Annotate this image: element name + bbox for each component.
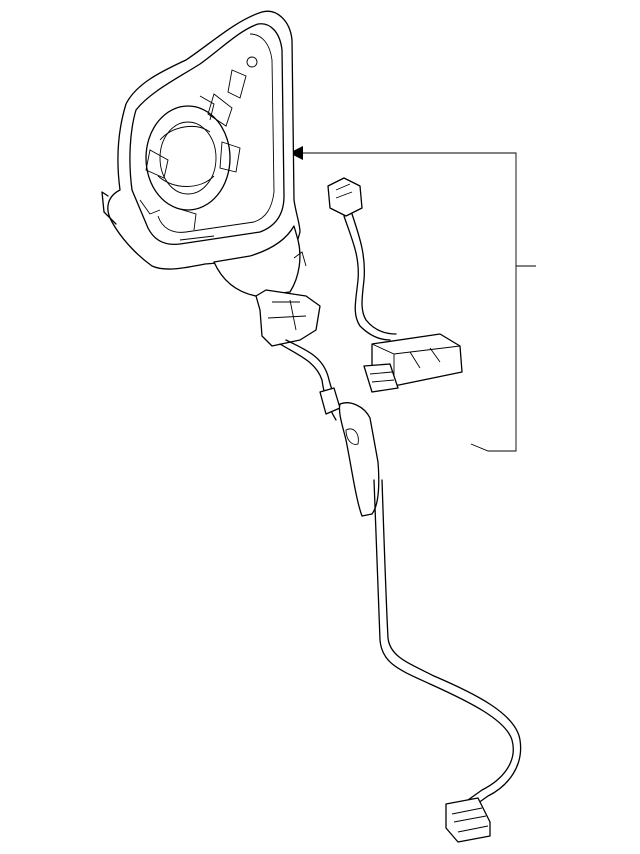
long-harness-cable: [279, 339, 522, 807]
mirror-housing: [101, 10, 301, 270]
callout-bracket: [300, 152, 536, 452]
connector-block: [363, 333, 463, 393]
mounting-arm: [213, 225, 321, 347]
end-connector: [445, 797, 491, 843]
callout-arrow: [289, 146, 303, 160]
mirror-glass-backing: [139, 95, 241, 241]
short-harness-connector: [327, 177, 397, 341]
